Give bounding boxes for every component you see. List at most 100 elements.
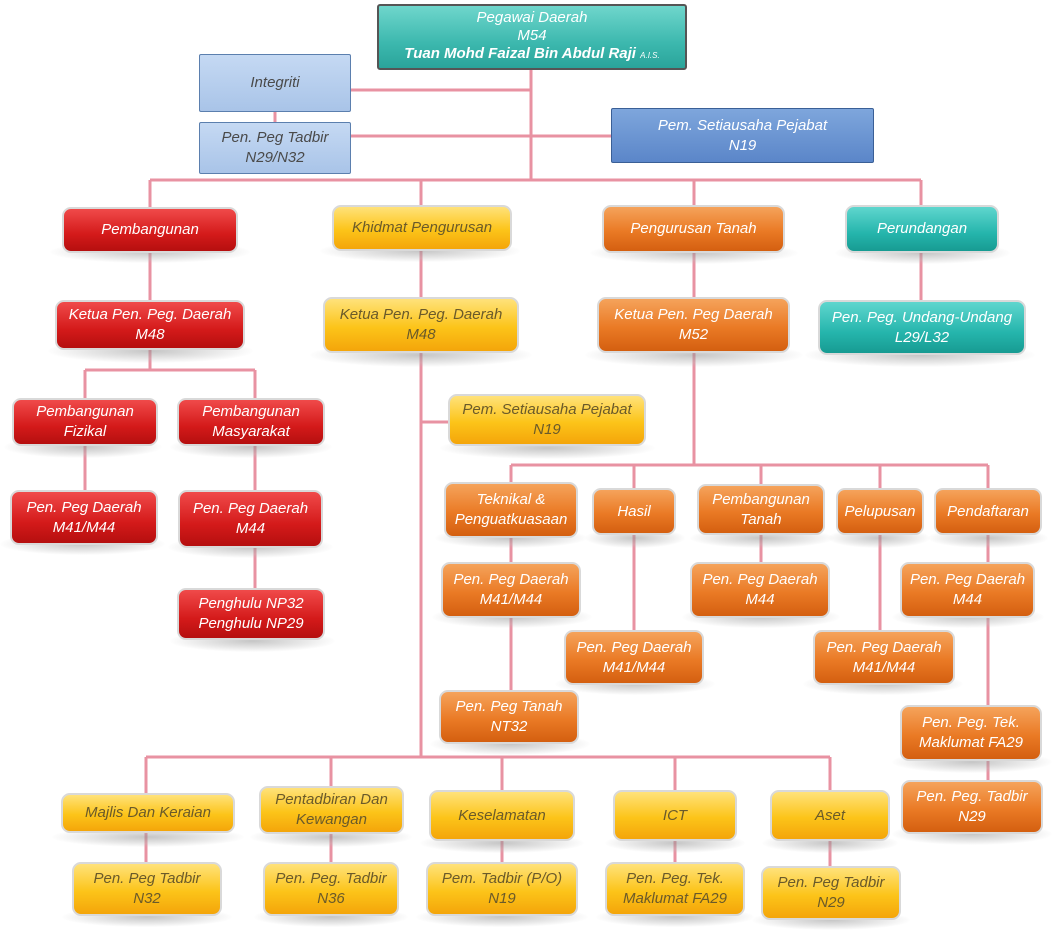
node-line-1: Pen. Peg Tanah <box>455 698 563 715</box>
node-line-2: Maklumat FA29 <box>919 734 1023 751</box>
node-line-2: N29 <box>817 894 845 911</box>
node-ict: ICT <box>613 790 737 841</box>
node-line-2: N36 <box>317 890 345 907</box>
node-khidmat-setiausaha: Pem. Setiausaha Pejabat N19 <box>448 394 646 446</box>
node-line-2: L29/L32 <box>894 328 950 346</box>
node-majlis-staff: Pen. Peg Tadbir N32 <box>72 862 222 916</box>
node-line-2: N19 <box>533 421 561 438</box>
node-khidmat-pengurusan: Khidmat Pengurusan <box>332 205 512 251</box>
node-label: Pembangunan <box>101 221 199 238</box>
node-ict-staff: Pen. Peg. Tek. Maklumat FA29 <box>605 862 745 916</box>
node-tanah-head: Ketua Pen. Peg Daerah M52 <box>597 297 790 353</box>
node-line-1: Majlis Dan Keraian <box>85 804 211 821</box>
node-line-1: Pendaftaran <box>947 502 1029 520</box>
node-line-2: N19 <box>488 890 516 907</box>
node-line-2: NT32 <box>490 718 528 735</box>
node-line-2: M52 <box>678 326 709 343</box>
person-name-text: Tuan Mohd Faizal Bin Abdul Raji <box>404 45 636 62</box>
node-line-1: Pen. Peg. Tadbir <box>916 788 1028 805</box>
node-line-1: Pem. Setiausaha Pejabat <box>657 116 828 134</box>
node-keselamatan-staff: Pem. Tadbir (P/O) N19 <box>426 862 578 916</box>
person-honorific: A.I.S. <box>640 51 660 60</box>
node-line-1: Ketua Pen. Peg. Daerah <box>339 306 503 323</box>
node-khidmat-head: Ketua Pen. Peg. Daerah M48 <box>323 297 519 353</box>
node-line-1: Aset <box>814 806 845 824</box>
node-line-1: Pen. Peg. Tadbir <box>275 870 387 887</box>
node-pendaftaran: Pendaftaran <box>934 488 1042 535</box>
node-line-1: Penghulu NP32 <box>198 595 304 612</box>
node-line-1: Pen. Peg Daerah <box>453 571 569 588</box>
node-line-1: Pen. Peg Daerah <box>576 638 692 656</box>
node-line-1: Pen. Peg Tadbir <box>93 870 201 887</box>
node-line-1: Ketua Pen. Peg Daerah <box>614 306 773 323</box>
node-pendaftaran-staff-2: Pen. Peg. Tek. Maklumat FA29 <box>900 705 1042 761</box>
node-line-2: Kewangan <box>296 811 367 828</box>
node-pembangunan-tanah: Pembangunan Tanah <box>697 484 825 535</box>
node-line-2: N32 <box>133 890 161 907</box>
node-line-1: ICT <box>662 806 688 824</box>
node-pengurusan-tanah: Pengurusan Tanah <box>602 205 785 253</box>
node-aset-staff: Pen. Peg Tadbir N29 <box>761 866 901 920</box>
node-line-1: Pen. Peg Daerah <box>909 571 1026 588</box>
node-teknikal: Teknikal & Penguatkuasaan <box>444 482 578 538</box>
node-line-1: Pembangunan <box>712 490 810 508</box>
node-pembangunan-head: Ketua Pen. Peg. Daerah M48 <box>55 300 245 350</box>
node-hasil-staff: Pen. Peg Daerah M41/M44 <box>564 630 704 685</box>
node-line-1: Pem. Tadbir (P/O) <box>441 870 563 887</box>
node-label: Khidmat Pengurusan <box>351 219 493 236</box>
node-line-1: Pen. Peg Daerah <box>26 498 142 516</box>
node-line-1: Teknikal & <box>476 491 546 508</box>
node-perundangan-staff: Pen. Peg. Undang-Undang L29/L32 <box>818 300 1026 355</box>
node-masyarakat-staff: Pen. Peg Daerah M44 <box>178 490 323 548</box>
node-line-1: Pentadbiran Dan <box>275 791 388 808</box>
node-line-2: M41/M44 <box>479 591 543 608</box>
node-integriti-staff: Pen. Peg Tadbir N29/N32 <box>199 122 351 174</box>
node-penghulu: Penghulu NP32 Penghulu NP29 <box>177 588 325 640</box>
node-line-1: Hasil <box>617 502 651 520</box>
node-person-name: Tuan Mohd Faizal Bin Abdul Raji A.I.S. <box>404 45 659 65</box>
node-pentadbiran-staff: Pen. Peg. Tadbir N36 <box>263 862 399 916</box>
node-line-2: Penghulu NP29 <box>198 615 304 632</box>
node-line-2: M41/M44 <box>852 658 916 676</box>
node-pegawai-daerah: Pegawai Daerah M54 Tuan Mohd Faizal Bin … <box>377 4 687 70</box>
node-line-2: M48 <box>406 326 436 343</box>
node-pembangunan-masyarakat: Pembangunan Masyarakat <box>177 398 325 446</box>
node-pendaftaran-staff-3: Pen. Peg. Tadbir N29 <box>901 780 1043 834</box>
node-line-2: M48 <box>135 326 165 343</box>
node-line-1: Pen. Peg Daerah <box>826 638 942 656</box>
node-line-1: Pen. Peg. Tek. <box>922 714 1020 731</box>
node-line-1: Pembangunan <box>202 403 300 420</box>
node-line-1: Pen. Peg. Tek. <box>626 870 724 887</box>
node-line-1: Pen. Peg Daerah <box>702 571 818 588</box>
node-line-2: Maklumat FA29 <box>623 890 727 907</box>
node-keselamatan: Keselamatan <box>429 790 575 841</box>
node-line-1: Pen. Peg Daerah <box>192 500 309 517</box>
node-pentadbiran-kewangan: Pentadbiran Dan Kewangan <box>259 786 404 834</box>
node-line-2: Penguatkuasaan <box>454 511 568 528</box>
node-line-2: Fizikal <box>63 423 107 440</box>
node-majlis-keraian: Majlis Dan Keraian <box>61 793 235 833</box>
node-label: Integriti <box>250 74 300 91</box>
node-title: Pegawai Daerah <box>476 9 588 26</box>
node-line-1: Pen. Peg Tadbir <box>221 129 329 146</box>
node-line-2: Masyarakat <box>212 423 290 440</box>
node-line-1: Keselamatan <box>458 806 546 824</box>
node-line-2: N19 <box>728 136 757 154</box>
node-perundangan: Perundangan <box>845 205 999 253</box>
node-pelupusan: Pelupusan <box>836 488 924 535</box>
node-pembangunan-fizikal: Pembangunan Fizikal <box>12 398 158 446</box>
node-teknikal-staff: Pen. Peg Daerah M41/M44 <box>441 562 581 618</box>
node-line-2: N29/N32 <box>245 149 305 166</box>
node-pelupusan-staff: Pen. Peg Daerah M41/M44 <box>813 630 955 685</box>
node-grade: M54 <box>517 27 547 44</box>
node-line-2: N29 <box>958 808 986 825</box>
node-line-1: Pem. Setiausaha Pejabat <box>462 401 632 418</box>
node-integriti: Integriti <box>199 54 351 112</box>
node-setiausaha-pejabat: Pem. Setiausaha Pejabat N19 <box>611 108 874 163</box>
node-line-1: Pen. Peg Tadbir <box>777 874 885 891</box>
node-label: Pengurusan Tanah <box>630 220 757 237</box>
node-label: Perundangan <box>876 220 968 237</box>
node-line-1: Pembangunan <box>36 403 134 420</box>
node-line-1: Ketua Pen. Peg. Daerah <box>68 306 232 323</box>
